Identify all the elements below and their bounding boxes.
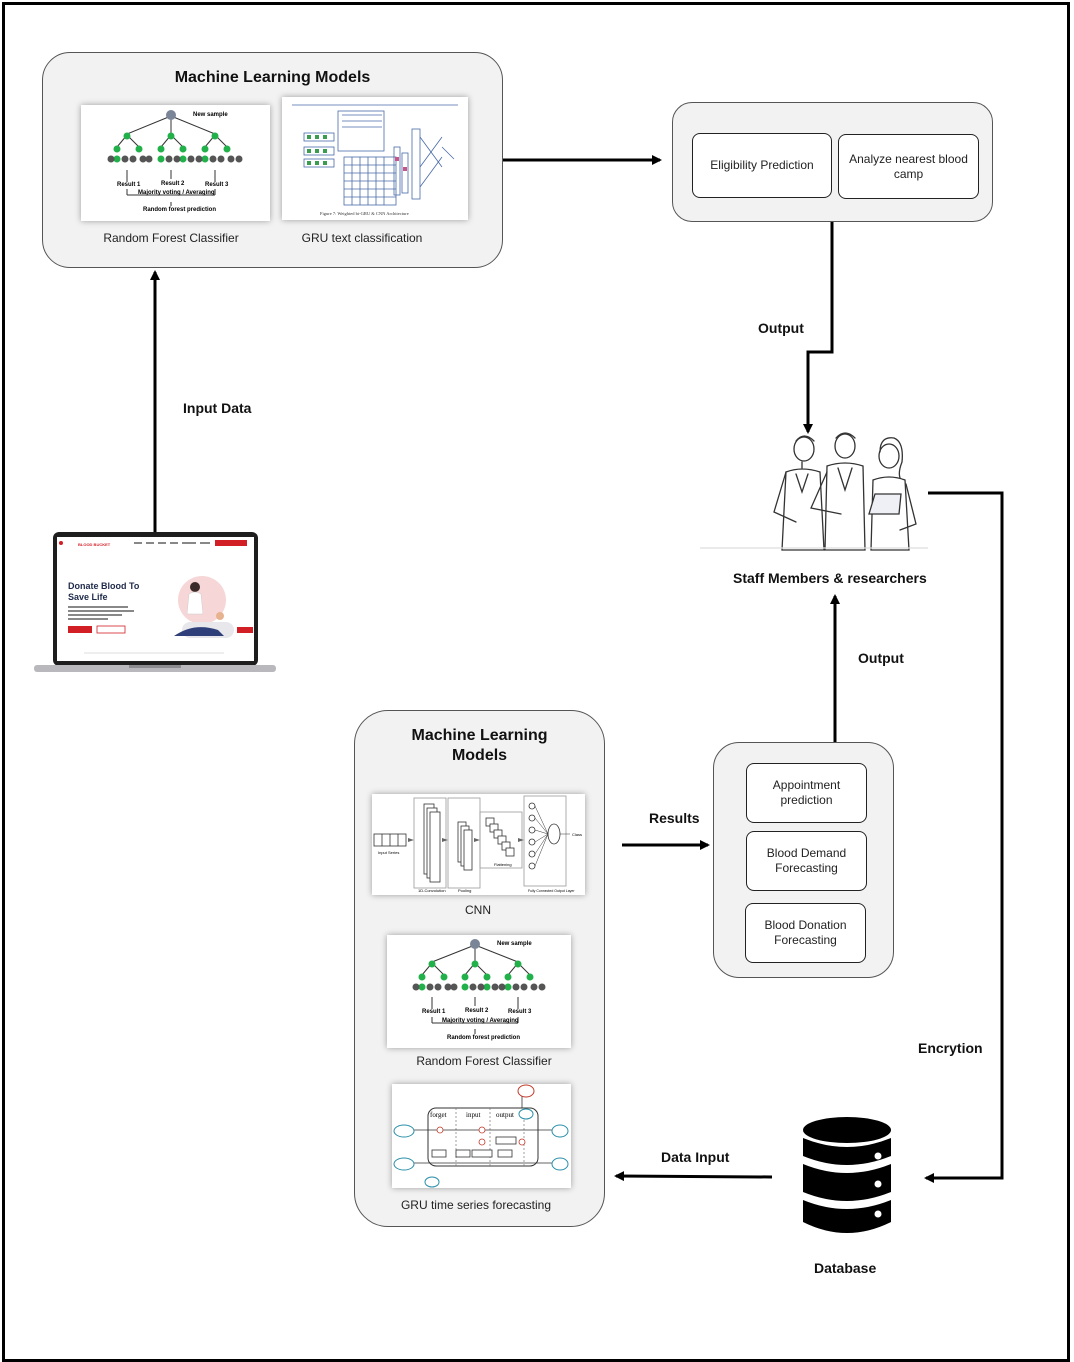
gru-text-figure-caption: Figure 7: Weighted bi-GRU & CNN Architec… bbox=[320, 211, 409, 216]
random-forest-diagram: New sample Result 1 Result 2 Result 3 Ma… bbox=[107, 110, 243, 213]
data-input-label: Data Input bbox=[661, 1149, 730, 1165]
rf-bottom-new-sample-text: New sample bbox=[497, 941, 532, 947]
input-data-label: Input Data bbox=[183, 400, 252, 416]
gru-text-figure: Figure 7: Weighted bi-GRU & CNN Architec… bbox=[282, 97, 468, 220]
laptop-website-mockup: BLOOD BUCKET Donate Blood To Save Life bbox=[34, 532, 276, 674]
rf-voting-text: Majority voting / Averaging bbox=[138, 190, 215, 196]
output-label-top: Output bbox=[758, 320, 804, 336]
cnn-class-text: Class bbox=[572, 832, 582, 837]
output-label-bottom: Output bbox=[858, 650, 904, 666]
laptop-headline-2: Save Life bbox=[68, 592, 108, 602]
cnn-architecture-diagram: Input Series 1D-Convolution Pooling Flat… bbox=[373, 795, 582, 893]
gru-time-series-caption: GRU time series forecasting bbox=[400, 1198, 552, 1212]
top-rf-caption: Random Forest Classifier bbox=[103, 231, 239, 245]
cnn-figure: Input Series 1D-Convolution Pooling Flat… bbox=[372, 794, 585, 895]
rf-result-1-text: Result 1 bbox=[117, 182, 141, 188]
bottom-rf-caption: Random Forest Classifier bbox=[416, 1054, 552, 1068]
cnn-pool-text: Pooling bbox=[458, 888, 471, 893]
top-panel-title: Machine Learning Models bbox=[174, 69, 371, 86]
arrow-output-to-staff bbox=[803, 222, 834, 434]
rf-new-sample-text: New sample bbox=[193, 112, 228, 118]
gru-time-series-figure: forget input output bbox=[392, 1084, 571, 1188]
eligibility-prediction-box: Eligibility Prediction bbox=[692, 133, 832, 198]
cnn-fc-text: Fully Connected Output Layer bbox=[528, 889, 575, 893]
recurrent-cell-diagram: forget input output bbox=[393, 1084, 569, 1188]
random-forest-figure: New sample Result 1 Result 2 Result 3 Ma… bbox=[81, 105, 270, 221]
database-cylinder-icon bbox=[803, 1117, 891, 1233]
rf-bottom-result-2-text: Result 2 bbox=[465, 1008, 489, 1014]
arrow-staff-to-database bbox=[924, 491, 1004, 1183]
rf-result-2-text: Result 2 bbox=[161, 181, 185, 187]
results-label: Results bbox=[649, 810, 700, 826]
cnn-caption: CNN bbox=[465, 903, 491, 917]
nearest-blood-camp-box: Analyze nearest blood camp bbox=[838, 134, 979, 199]
gru-text-architecture-diagram: Figure 7: Weighted bi-GRU & CNN Architec… bbox=[292, 104, 458, 216]
database-label: Database bbox=[814, 1260, 877, 1276]
rf-result-3-text: Result 3 bbox=[205, 182, 229, 188]
doctors-sketch bbox=[699, 432, 929, 551]
database-icon bbox=[802, 1116, 892, 1238]
bottom-panel-title-line2: Models bbox=[451, 747, 508, 764]
staff-label: Staff Members & researchers bbox=[733, 570, 927, 586]
blood-donation-forecasting-box: Blood Donation Forecasting bbox=[745, 903, 866, 963]
laptop-headline-1: Donate Blood To bbox=[68, 581, 140, 591]
arrow-database-to-bottom-models bbox=[614, 1171, 773, 1182]
cnn-input-text: Input Series bbox=[378, 850, 399, 855]
laptop-illustration: BLOOD BUCKET Donate Blood To Save Life bbox=[34, 532, 276, 672]
lstm-input-text: input bbox=[466, 1111, 480, 1119]
top-gru-caption: GRU text classification bbox=[301, 231, 423, 245]
staff-illustration bbox=[699, 432, 929, 552]
blood-demand-forecasting-box: Blood Demand Forecasting bbox=[746, 831, 867, 891]
laptop-site-name: BLOOD BUCKET bbox=[78, 542, 111, 547]
rf-prediction-text: Random forest prediction bbox=[143, 207, 216, 213]
bottom-panel-title-line1: Machine Learning bbox=[411, 727, 548, 744]
random-forest-figure-bottom: New sample Result 1 Result 2 Result 3 Ma… bbox=[387, 935, 571, 1048]
lstm-forget-text: forget bbox=[430, 1111, 447, 1119]
cnn-conv-text: 1D-Convolution bbox=[418, 888, 446, 893]
rf-bottom-result-3-text: Result 3 bbox=[508, 1009, 532, 1015]
encryption-label: Encrytion bbox=[918, 1040, 983, 1056]
rf-bottom-result-1-text: Result 1 bbox=[422, 1009, 446, 1015]
rf-bottom-prediction-text: Random forest prediction bbox=[447, 1035, 520, 1041]
rf-bottom-voting-text: Majority voting / Averaging bbox=[442, 1018, 519, 1024]
appointment-prediction-box: Appointment prediction bbox=[746, 763, 867, 823]
cnn-flat-text: Flattening bbox=[494, 862, 512, 867]
random-forest-diagram-bottom: New sample Result 1 Result 2 Result 3 Ma… bbox=[412, 939, 546, 1041]
lstm-output-text: output bbox=[496, 1111, 514, 1119]
